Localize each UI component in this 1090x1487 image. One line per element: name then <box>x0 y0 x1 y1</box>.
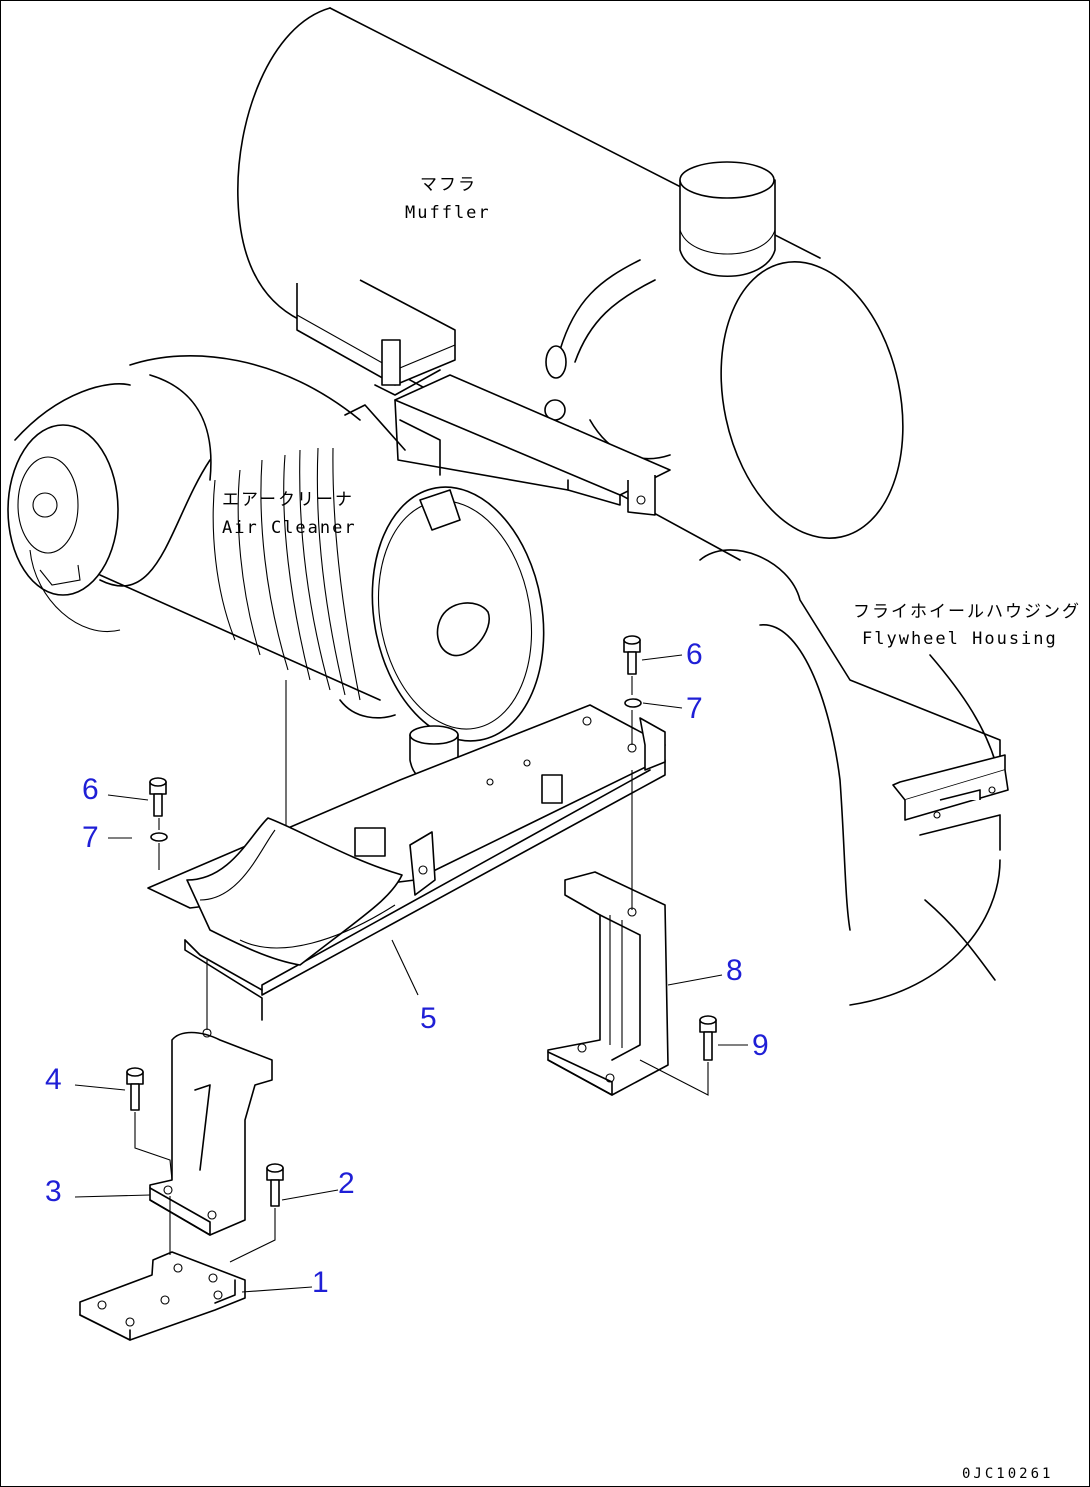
bolt-6-left <box>149 777 167 817</box>
flywheel-housing <box>699 549 1009 1006</box>
air-cleaner-label-jp: エアークリーナ <box>222 490 354 510</box>
callout-4: 4 <box>45 1063 62 1096</box>
muffler-label-jp: マフラ <box>420 175 477 195</box>
drawing-code: 0JC10261 <box>962 1466 1053 1482</box>
callout-8: 8 <box>726 954 743 987</box>
callout-3: 3 <box>45 1175 62 1208</box>
bolt-9 <box>699 1015 717 1061</box>
bolt-2 <box>266 1163 284 1207</box>
bracket-8 <box>547 871 669 1096</box>
muffler-beam <box>394 374 671 516</box>
callout-6-right: 6 <box>686 638 703 671</box>
washer-7-left <box>150 832 168 842</box>
muffler-body <box>237 7 904 561</box>
leader-lines <box>74 654 748 1293</box>
air-cleaner-body <box>7 354 545 784</box>
bracket-5 <box>147 704 666 1021</box>
callout-9: 9 <box>752 1029 769 1062</box>
air-cleaner-label-en: Air Cleaner <box>222 518 357 538</box>
callout-7-right: 7 <box>686 692 703 725</box>
muffler-label-en: Muffler <box>405 203 491 223</box>
callout-2: 2 <box>338 1167 355 1200</box>
washer-7-right <box>624 698 642 708</box>
bolt-4 <box>126 1067 144 1111</box>
callout-7-left: 7 <box>82 821 99 854</box>
callout-1: 1 <box>312 1266 329 1299</box>
callout-5: 5 <box>420 1002 437 1035</box>
flywheel-housing-label-jp: フライホイールハウジング <box>853 602 1081 622</box>
assembly-lines <box>134 676 709 1263</box>
flywheel-housing-label-en: Flywheel Housing <box>862 629 1058 649</box>
callout-6-left: 6 <box>82 773 99 806</box>
base-1 <box>79 1251 246 1341</box>
bolt-6-right <box>623 635 641 675</box>
stand-3 <box>149 1028 273 1236</box>
